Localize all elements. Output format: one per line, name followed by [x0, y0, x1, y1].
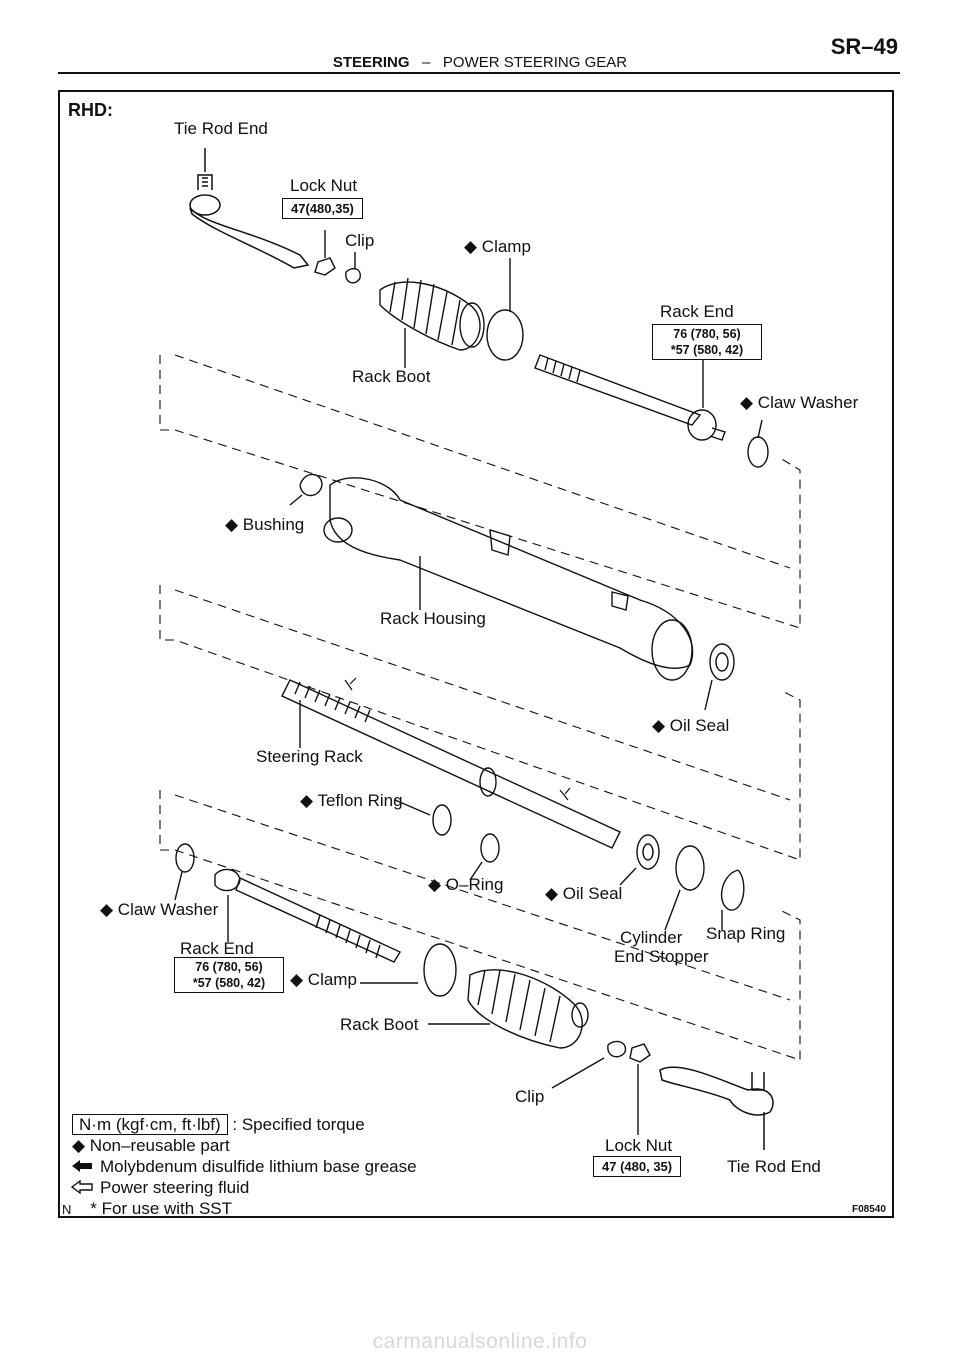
watermark: carmanualsonline.info — [372, 1330, 588, 1353]
label-clamp-bottom: ◆ Clamp — [290, 970, 357, 989]
page-number: SR–49 — [830, 34, 898, 59]
label-clip-top: Clip — [345, 231, 375, 250]
legend-torque-unit: N·m (kgf·cm, ft·lbf) — [72, 1114, 228, 1135]
label-lock-nut-bottom: Lock Nut — [605, 1136, 673, 1155]
teflon-ring — [394, 799, 452, 836]
rack-boot-top — [379, 277, 485, 368]
claw-washer-right — [747, 419, 769, 468]
label-cylinder: Cylinder — [620, 928, 683, 947]
label-end-stopper: End Stopper — [614, 947, 709, 966]
label-teflon-ring: ◆ Teflon Ring — [300, 791, 403, 810]
torque-box-lock-nut-bottom: 47 (480, 35) — [593, 1156, 682, 1177]
claw-washer-left — [174, 843, 195, 901]
legend-torque: N·m (kgf·cm, ft·lbf) : Specified torque — [72, 1114, 365, 1135]
rack-housing — [323, 477, 694, 681]
oil-seal-right — [704, 643, 735, 711]
bushing — [289, 473, 323, 506]
label-rack-boot-bottom: Rack Boot — [340, 1015, 419, 1034]
torque-box-lock-nut-top: 47(480,35) — [282, 198, 363, 219]
label-tie-rod-end-bottom: Tie Rod End — [727, 1157, 821, 1176]
figure-frame — [58, 90, 894, 1218]
header-separator: – — [422, 54, 431, 71]
cylinder-end-stopper — [664, 845, 705, 931]
label-lock-nut-top: Lock Nut — [290, 176, 358, 195]
legend-fluid: Power steering fluid — [100, 1178, 250, 1197]
label-rack-boot-top: Rack Boot — [352, 367, 431, 386]
header-rule — [58, 72, 900, 74]
label-rack-end-right: Rack End — [660, 302, 734, 321]
torque-rack-end-left-2: *57 (580, 42) — [192, 976, 266, 990]
figure-id: F08540 — [852, 1204, 886, 1215]
label-steering-rack: Steering Rack — [256, 747, 363, 766]
o-ring — [469, 833, 500, 881]
legend-torque-desc: : Specified torque — [232, 1115, 365, 1134]
label-oil-seal-lower: ◆ Oil Seal — [545, 884, 623, 903]
torque-box-rack-end-left: 76 (780, 56) *57 (580, 42) — [174, 957, 284, 993]
label-rack-end-left: Rack End — [180, 939, 254, 958]
label-rack-housing: Rack Housing — [380, 609, 486, 628]
tie-rod-end-top — [189, 148, 310, 269]
torque-rack-end-left-1: 76 (780, 56) — [195, 960, 263, 974]
clip-top — [345, 252, 361, 284]
fluid-icon — [70, 1179, 93, 1195]
label-snap-ring: Snap Ring — [706, 924, 786, 943]
clamp-top — [486, 258, 524, 361]
label-oil-seal-right: ◆ Oil Seal — [652, 716, 730, 735]
clamp-bottom — [360, 943, 457, 997]
section-title: STEERING — [332, 54, 410, 71]
region-label: RHD: — [68, 100, 113, 120]
legend-sst-text: * For use with SST — [90, 1199, 233, 1218]
torque-rack-end-right-1: 76 (780, 56) — [673, 327, 741, 341]
torque-box-rack-end-right: 76 (780, 56) *57 (580, 42) — [652, 324, 762, 360]
legend-sst-prefix: N — [62, 1202, 72, 1217]
label-clamp-top: ◆ Clamp — [464, 237, 531, 256]
legend-sst: N * For use with SST — [62, 1198, 232, 1220]
oil-seal-lower — [619, 834, 660, 886]
rack-end-right — [534, 354, 726, 441]
grease-markers — [344, 677, 571, 801]
alignment-guides — [159, 354, 801, 1061]
snap-ring — [720, 869, 745, 930]
page-header: STEERING – POWER STEERING GEAR — [0, 54, 960, 71]
rack-boot-bottom — [428, 969, 589, 1049]
subsection-title: POWER STEERING GEAR — [442, 54, 628, 71]
label-claw-washer-right: ◆ Claw Washer — [740, 393, 859, 412]
legend-grease: Molybdenum disulfide lithium base grease — [100, 1157, 417, 1176]
label-claw-washer-left: ◆ Claw Washer — [100, 900, 219, 919]
label-tie-rod-end-top: Tie Rod End — [174, 119, 268, 138]
label-clip-bottom: Clip — [515, 1087, 545, 1106]
steering-rack — [281, 679, 621, 849]
rack-end-left — [214, 868, 402, 963]
legend-non-reusable: ◆ Non–reusable part — [72, 1136, 230, 1155]
label-o-ring: ◆ O–Ring — [428, 875, 504, 894]
lock-nut-bottom — [629, 1043, 651, 1135]
clip-bottom — [551, 1040, 627, 1089]
lock-nut-top — [314, 230, 336, 276]
grease-icon — [72, 1160, 92, 1172]
tie-rod-end-bottom — [659, 1066, 774, 1150]
torque-rack-end-right-2: *57 (580, 42) — [670, 343, 744, 357]
label-bushing: ◆ Bushing — [225, 515, 305, 534]
